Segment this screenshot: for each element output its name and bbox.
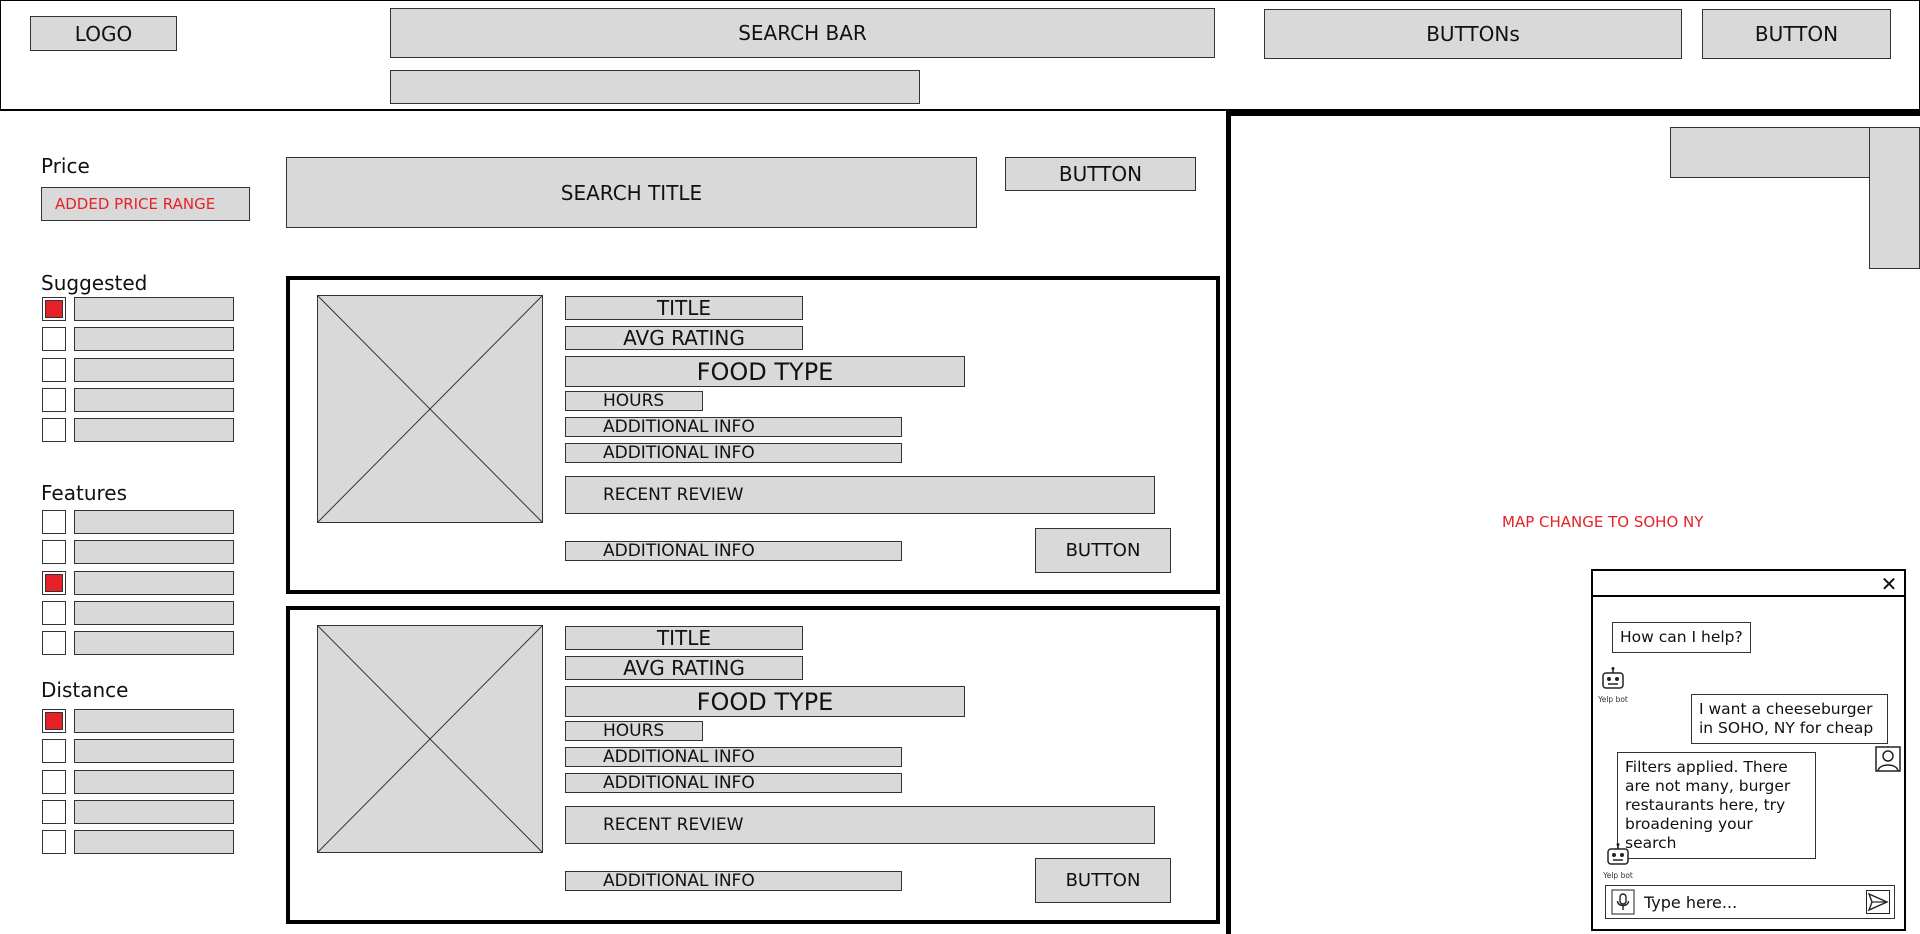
features-option-1[interactable] (74, 510, 234, 534)
map-control-tall[interactable] (1869, 127, 1920, 269)
suggested-option-4[interactable] (74, 387, 234, 412)
suggested-option-3[interactable] (74, 357, 234, 382)
result-additional-info-2: ADDITIONAL INFO (565, 773, 902, 793)
distance-checkbox-4[interactable] (42, 799, 66, 824)
suggested-checkbox-2[interactable] (42, 327, 66, 352)
search-bar[interactable]: SEARCH BAR (390, 8, 1215, 58)
search-title: SEARCH TITLE (286, 157, 977, 228)
distance-option-2[interactable] (74, 739, 234, 764)
features-option-2[interactable] (74, 540, 234, 565)
result-image-placeholder[interactable] (316, 294, 544, 524)
suggested-checkbox-4[interactable] (42, 387, 66, 412)
suggested-option-2[interactable] (74, 327, 234, 352)
distance-checkbox-2[interactable] (42, 739, 66, 764)
result-title: TITLE (565, 626, 803, 650)
chat-message-user: I want a cheeseburger in SOHO, NY for ch… (1691, 694, 1888, 744)
close-icon[interactable]: ✕ (1880, 572, 1898, 596)
features-checkbox-1[interactable] (42, 510, 66, 534)
result-avg-rating: AVG RATING (565, 656, 803, 680)
distance-checkbox-5[interactable] (42, 830, 66, 854)
distance-checkbox-1[interactable] (42, 709, 66, 733)
suggested-checkbox-3[interactable] (42, 357, 66, 382)
header-button[interactable]: BUTTON (1702, 9, 1891, 59)
features-option-3[interactable] (74, 570, 234, 595)
features-checkbox-2[interactable] (42, 540, 66, 565)
distance-option-1[interactable] (74, 709, 234, 733)
distance-heading: Distance (41, 678, 129, 702)
bot-label: Yelp bot (1598, 695, 1628, 704)
chat-titlebar (1593, 571, 1904, 597)
distance-option-3[interactable] (74, 769, 234, 794)
result-additional-info-3: ADDITIONAL INFO (565, 871, 902, 891)
result-recent-review: RECENT REVIEW (565, 476, 1155, 514)
result-additional-info-2: ADDITIONAL INFO (565, 443, 902, 463)
bot-avatar: Yelp bot (1603, 843, 1633, 880)
suggested-heading: Suggested (41, 271, 148, 295)
result-button[interactable]: BUTTON (1035, 528, 1171, 573)
distance-checkbox-3[interactable] (42, 769, 66, 794)
result-additional-info-1: ADDITIONAL INFO (565, 747, 902, 767)
result-additional-info-1: ADDITIONAL INFO (565, 417, 902, 437)
features-checkbox-4[interactable] (42, 600, 66, 625)
result-image-placeholder[interactable] (316, 624, 544, 854)
result-card[interactable] (286, 276, 1220, 594)
result-button[interactable]: BUTTON (1035, 858, 1171, 903)
result-avg-rating: AVG RATING (565, 326, 803, 350)
distance-option-5[interactable] (74, 830, 234, 854)
mic-icon[interactable] (1611, 889, 1635, 915)
send-icon[interactable] (1866, 890, 1890, 914)
chat-input-bar[interactable]: Type here... (1605, 885, 1895, 919)
price-heading: Price (41, 154, 90, 178)
chat-message-bot: How can I help? (1612, 622, 1751, 653)
suggested-option-1[interactable] (74, 297, 234, 321)
suggested-checkbox-1[interactable] (42, 297, 66, 321)
map-control-wide[interactable] (1670, 127, 1870, 178)
bot-avatar: Yelp bot (1598, 667, 1628, 704)
chat-input-placeholder[interactable]: Type here... (1644, 893, 1738, 912)
features-checkbox-3[interactable] (42, 570, 66, 595)
features-option-5[interactable] (74, 631, 234, 655)
robot-icon (1602, 667, 1624, 689)
result-additional-info-3: ADDITIONAL INFO (565, 541, 902, 561)
price-range-field[interactable]: ADDED PRICE RANGE (41, 187, 250, 221)
header-buttons-group[interactable]: BUTTONs (1264, 9, 1682, 59)
robot-icon (1607, 843, 1629, 865)
result-recent-review: RECENT REVIEW (565, 806, 1155, 844)
result-hours: HOURS (565, 721, 703, 741)
result-food-type: FOOD TYPE (565, 686, 965, 717)
features-option-4[interactable] (74, 600, 234, 625)
chat-message-bot: Filters applied. There are not many, bur… (1617, 752, 1816, 859)
features-checkbox-5[interactable] (42, 631, 66, 655)
logo[interactable]: LOGO (30, 16, 177, 51)
user-avatar-icon (1875, 746, 1901, 772)
map-note: MAP CHANGE TO SOHO NY (1502, 513, 1704, 531)
distance-option-4[interactable] (74, 799, 234, 824)
suggested-checkbox-5[interactable] (42, 418, 66, 442)
result-food-type: FOOD TYPE (565, 356, 965, 387)
suggested-option-5[interactable] (74, 418, 234, 442)
result-title: TITLE (565, 296, 803, 320)
image-placeholder-icon (316, 294, 544, 524)
features-heading: Features (41, 481, 127, 505)
results-button[interactable]: BUTTON (1005, 157, 1196, 191)
chat-widget: ✕ How can I help? Yelp bot I want a chee… (1591, 569, 1906, 931)
result-card[interactable] (286, 606, 1220, 924)
map-panel-border (1226, 111, 1920, 934)
bot-label: Yelp bot (1603, 871, 1633, 880)
image-placeholder-icon (316, 624, 544, 854)
search-suggestion-bar[interactable] (390, 70, 920, 104)
result-hours: HOURS (565, 391, 703, 411)
